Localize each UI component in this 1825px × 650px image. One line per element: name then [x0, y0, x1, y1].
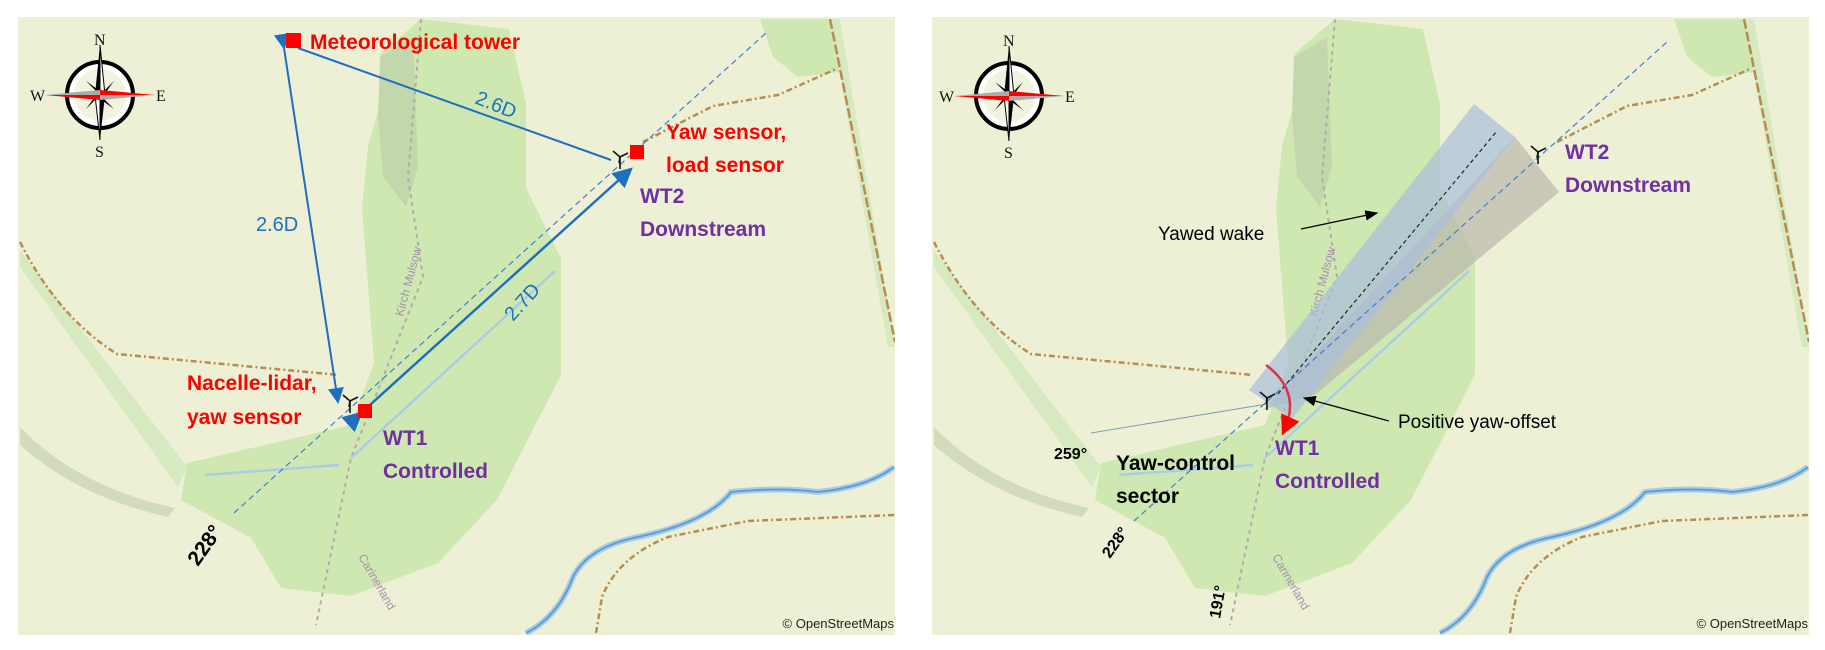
wt2-sensor-label-1: Yaw sensor, [666, 121, 786, 144]
met-tower-marker [286, 33, 301, 48]
yawed-wake-pointer [1300, 210, 1379, 230]
svg-text:E: E [1065, 89, 1075, 106]
yawed-wake-centerline [1277, 130, 1498, 395]
attribution: © OpenStreetMaps [783, 616, 895, 631]
svg-text:N: N [1003, 33, 1015, 50]
wt1-label: WT1 [1275, 437, 1320, 460]
distance-label-met-wt1: 2.6D [256, 214, 298, 236]
yawed-wake-label: Yawed wake [1158, 224, 1264, 245]
yaw-offset-arc [1265, 364, 1300, 436]
yaw-offset-label: Positive yaw-offset [1398, 412, 1557, 433]
svg-text:W: W [30, 88, 46, 105]
wt2-label: WT2 [1565, 141, 1609, 164]
wt2-sensor-marker [630, 145, 644, 159]
angle-label-191: 191° [1207, 584, 1229, 620]
met-tower-label: Meteorological tower [310, 31, 520, 54]
wt2-role-label: Downstream [640, 218, 766, 241]
svg-text:S: S [1004, 145, 1013, 162]
wt1-role-label: Controlled [1275, 470, 1380, 493]
wt1-role-label: Controlled [383, 460, 488, 483]
svg-text:E: E [156, 88, 166, 105]
compass-rose-icon: N S W E [939, 33, 1075, 162]
distance-arrow-met-wt1 [273, 32, 344, 404]
compass-rose-icon: N S W E [30, 32, 166, 161]
wt1-label: WT1 [383, 427, 428, 450]
distance-line-met-wt2 [297, 47, 612, 161]
wt1-sensor-label-2: yaw sensor [187, 406, 301, 429]
wt1-sensor-label-1: Nacelle-lidar, [187, 372, 317, 395]
svg-text:W: W [939, 89, 955, 106]
right-map-panel: Kirch Mulsow Carinerland N S W E Yawed w… [932, 17, 1809, 635]
svg-text:S: S [95, 144, 104, 161]
attribution: © OpenStreetMaps [1697, 616, 1809, 631]
wt2-label: WT2 [640, 185, 684, 208]
angle-label-259: 259° [1054, 446, 1087, 463]
wt2-sensor-label-2: load sensor [666, 154, 784, 177]
wt2-role-label: Downstream [1565, 174, 1691, 197]
distance-arrow-wt1-wt2 [341, 167, 633, 433]
sector-label-2: sector [1116, 485, 1179, 508]
left-map-panel: Kirch Mulsow Carinerland N S W E Meteoro… [18, 17, 895, 635]
wt1-sensor-marker [358, 404, 372, 418]
yawed-wake-region [1249, 104, 1515, 419]
svg-text:N: N [94, 32, 106, 49]
sector-label-1: Yaw-control [1116, 452, 1235, 475]
yaw-control-sector [1090, 403, 1268, 434]
yaw-offset-pointer [1302, 396, 1390, 422]
